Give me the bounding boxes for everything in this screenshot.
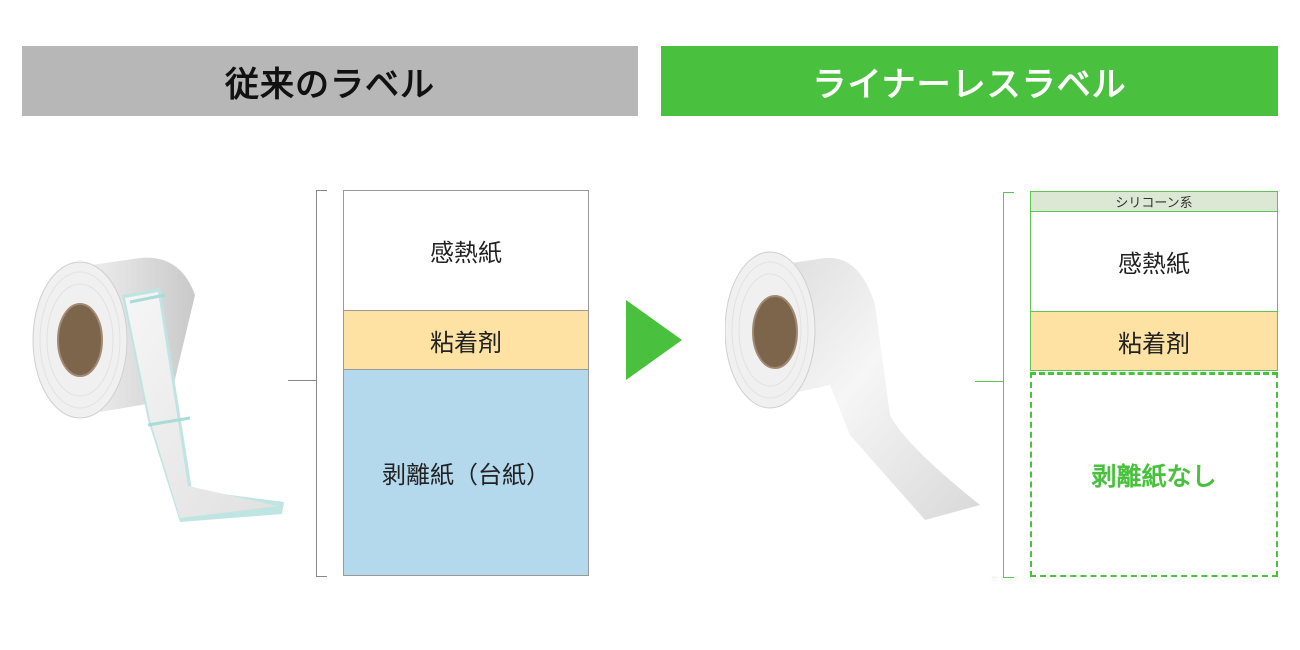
thermal-paper-layer: 感熱紙 [344, 191, 588, 311]
linerless-stack-bracket [1003, 192, 1014, 578]
conventional-label-header: 従来のラベル [22, 46, 638, 116]
adhesive-label: 粘着剤 [430, 328, 502, 357]
linerless-bracket-pointer [975, 381, 1003, 382]
conventional-stack-bracket [316, 190, 327, 577]
conventional-bracket-pointer [288, 380, 316, 381]
linerless-label-title: ライナーレスラベル [812, 64, 1127, 105]
release-liner-label: 剥離紙（台紙） [382, 461, 550, 489]
adhesive-label: 粘着剤 [1118, 329, 1190, 358]
silicone-layer: シリコーン系 [1030, 191, 1278, 212]
linerless-label-roll-icon [725, 251, 980, 520]
label-roll-with-liner-icon [32, 257, 284, 522]
adhesive-layer: 粘着剤 [1030, 311, 1278, 371]
no-liner-layer: 剥離紙なし [1030, 372, 1278, 577]
release-liner-layer: 剥離紙（台紙） [344, 370, 588, 575]
silicone-label: シリコーン系 [1115, 196, 1193, 211]
conventional-label-title: 従来のラベル [225, 64, 435, 105]
thermal-paper-label: 感熱紙 [430, 239, 502, 267]
right-arrow-icon [626, 300, 682, 380]
no-liner-label: 剥離紙なし [1091, 462, 1217, 491]
thermal-paper-layer: 感熱紙 [1030, 212, 1278, 311]
conventional-layer-stack: 感熱紙 粘着剤 剥離紙（台紙） [343, 190, 589, 576]
linerless-label-header: ライナーレスラベル [661, 46, 1278, 116]
thermal-paper-label: 感熱紙 [1118, 250, 1190, 278]
adhesive-layer: 粘着剤 [344, 311, 588, 370]
linerless-layer-stack: シリコーン系 感熱紙 粘着剤 剥離紙なし [1030, 191, 1278, 577]
